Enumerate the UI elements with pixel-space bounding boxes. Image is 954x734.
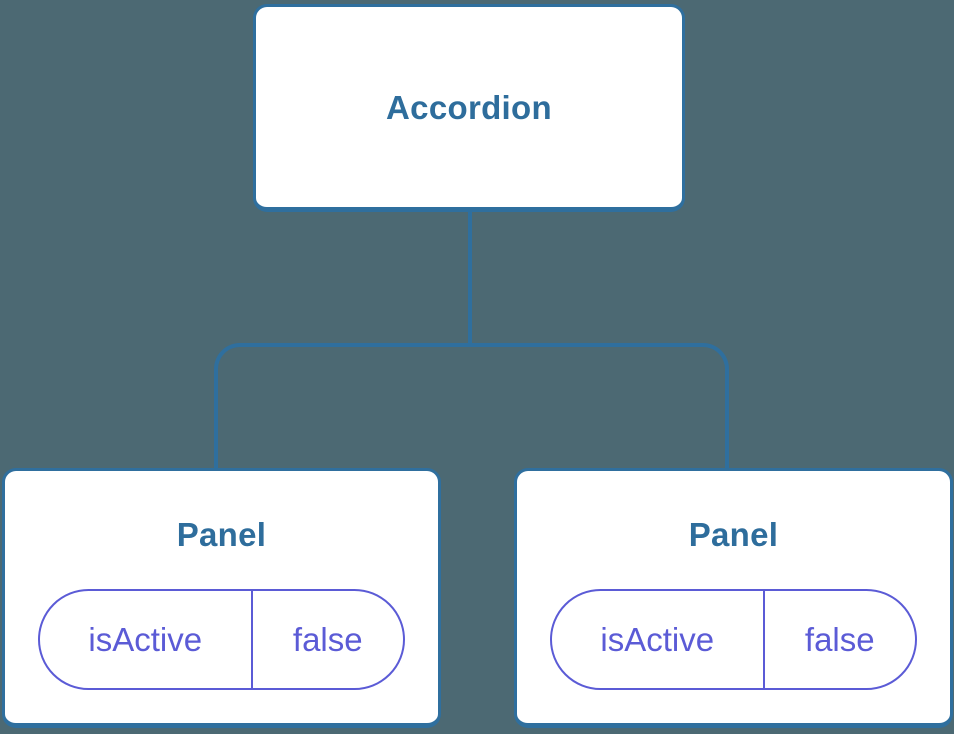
panel-node-1-state-pill: isActive false [38, 589, 405, 690]
panel-node-2-label: Panel [688, 516, 779, 553]
connector-bracket [214, 343, 729, 470]
state-key-label: isActive [40, 591, 253, 688]
state-value-label: false [804, 621, 875, 658]
panel-node-1-label: Panel [176, 516, 267, 553]
state-key-label: isActive [552, 591, 765, 688]
state-value-label: false [292, 621, 363, 658]
accordion-node-label: Accordion [386, 88, 552, 126]
panel-node-2: Panel isActive false [514, 468, 953, 728]
connector-stem [468, 210, 472, 347]
accordion-node: Accordion [253, 4, 685, 212]
panel-node-2-state-pill: isActive false [550, 589, 917, 690]
panel-node-1: Panel isActive false [2, 468, 441, 728]
